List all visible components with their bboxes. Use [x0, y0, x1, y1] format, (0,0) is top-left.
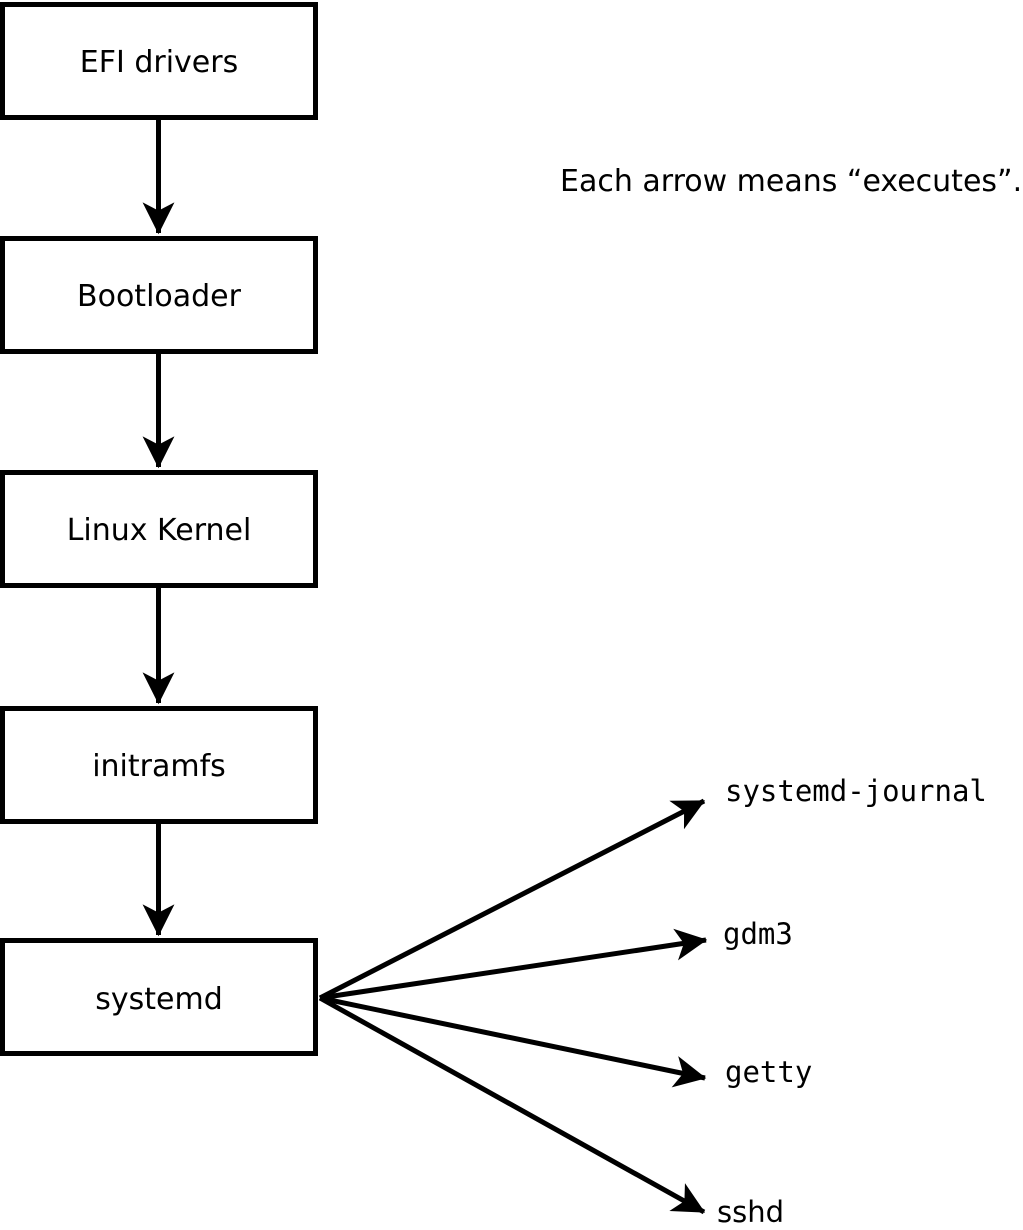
arrow-systemd-to-getty [319, 995, 707, 1088]
flow-node-efi-drivers-box [0, 2, 318, 120]
target-label-getty: getty [725, 1055, 812, 1089]
flow-node-efi-drivers: EFI drivers [0, 2, 318, 120]
arrow-systemd-to-gdm3 [319, 928, 708, 1001]
flow-node-systemd-box [0, 938, 318, 1056]
flow-node-bootloader: Bootloader [0, 236, 318, 354]
flow-node-bootloader-box [0, 236, 318, 354]
flow-node-initramfs-label: initramfs [92, 749, 226, 784]
flow-node-linux-kernel: Linux Kernel [0, 470, 318, 588]
flow-node-linux-kernel-box [0, 470, 318, 588]
flow-node-systemd-label: systemd [95, 982, 223, 1017]
arrow-systemd-to-systemd-journal [318, 798, 706, 1001]
flow-node-initramfs: initramfs [0, 706, 318, 824]
target-label-sshd: sshd [717, 1195, 784, 1229]
flow-node-efi-drivers-label: EFI drivers [80, 45, 238, 80]
arrow-systemd-to-sshd [318, 995, 706, 1215]
note-arrow-meaning: Each arrow means “executes”. [560, 164, 1022, 199]
target-label-gdm3: gdm3 [723, 917, 793, 951]
flow-node-linux-kernel-label: Linux Kernel [67, 513, 252, 548]
flow-node-initramfs-box [0, 706, 318, 824]
target-label-systemd-journal: systemd-journal [725, 774, 987, 808]
flow-node-systemd: systemd [0, 938, 318, 1056]
flow-node-bootloader-label: Bootloader [77, 279, 242, 314]
